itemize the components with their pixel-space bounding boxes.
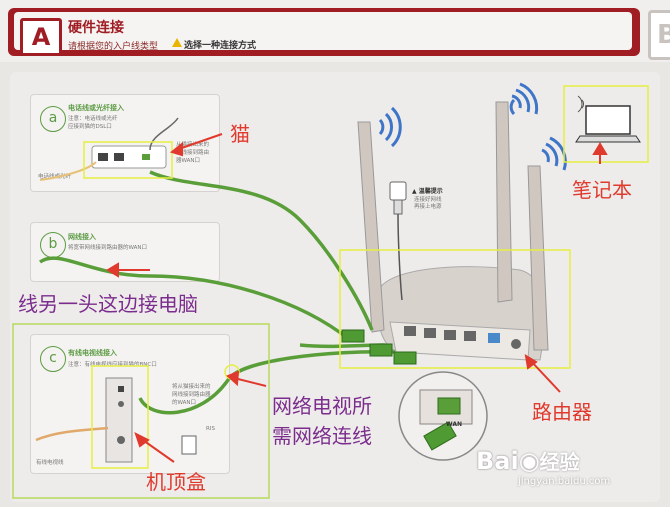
watermark-logo-text2: 经验 [539, 450, 580, 474]
annotation-iptv-line2: 需网络连线 [272, 424, 372, 448]
panel-c-title: 有线电视线接入 [68, 349, 117, 357]
power-adapter-icon [389, 181, 407, 301]
annotation-arrows [106, 133, 608, 463]
panel-a-note2: 应接到猫的DSL口 [68, 124, 112, 130]
power-hint-title: ▲ 温馨提示 [412, 188, 443, 195]
watermark-logo-text: Bai [476, 447, 519, 475]
step-a-badge: A [20, 18, 62, 56]
header-warning-text: 选择一种连接方式 [184, 41, 257, 51]
set-top-box-icon [105, 377, 133, 463]
paw-icon: ◉ [518, 447, 540, 475]
annotation-set-top-box: 机顶盒 [146, 470, 206, 494]
annotation-other-end: 线另一头这边接电脑 [18, 292, 198, 316]
power-hint-line2: 再接上电源 [414, 204, 442, 210]
laptop-icon [575, 95, 641, 143]
panel-c-note: 注意：有线电视线应接到猫的BNC口 [68, 362, 157, 368]
header-subtitle: 请根据您的入户线类型 [68, 42, 159, 52]
plug-icon [341, 329, 365, 343]
panel-b-note: 将宽带网线接到路由器的WAN口 [68, 245, 148, 251]
panel-c-callout2: 网线接到路由器 [172, 392, 211, 398]
panel-a-title: 电话线或光纤接入 [68, 104, 124, 112]
header-inner [14, 12, 632, 50]
annotation-modem: 猫 [230, 122, 250, 146]
router-highlight [339, 249, 571, 369]
panel-b-title: 网线接入 [68, 233, 96, 241]
router-device [357, 101, 549, 361]
panel-c-port-label: RIS [206, 426, 215, 432]
page-title: 硬件连接 [68, 20, 124, 36]
baidu-watermark-logo: Bai◉经验 [476, 446, 580, 475]
annotation-laptop: 笔记本 [572, 178, 632, 202]
step-b-badge: B [648, 10, 670, 60]
wan-port-label: WAN [446, 421, 463, 428]
panel-c-highlight [12, 323, 270, 499]
ethernet-cables [38, 170, 396, 415]
watermark-site: jingyan.baidu.com [518, 476, 611, 487]
panel-a-note1: 注意：电话线或光纤 [68, 116, 118, 122]
wifi-icon [378, 82, 567, 171]
modem-highlight [83, 141, 173, 179]
wall-socket-icon [181, 435, 197, 455]
panel-c-callout3: 的WAN口 [172, 400, 197, 406]
power-hint-line1: 连接好网线 [414, 197, 442, 203]
annotation-iptv-line1: 网络电视所 [272, 394, 372, 418]
annotation-router: 路由器 [532, 400, 592, 424]
panel-c-letter: c [40, 346, 66, 372]
panel-a-callout2: 网线接到路由 [176, 150, 210, 156]
warning-icon [172, 38, 182, 47]
stb-highlight [91, 365, 149, 469]
modem-device [91, 145, 167, 169]
laptop-highlight [563, 85, 649, 163]
panel-a-callout3: 器WAN口 [176, 158, 201, 164]
panel-c-cable-label: 有线电视线 [36, 460, 64, 466]
panel-c-callout1: 将从猫接出来的 [172, 384, 211, 390]
panel-a-letter: a [40, 106, 66, 132]
